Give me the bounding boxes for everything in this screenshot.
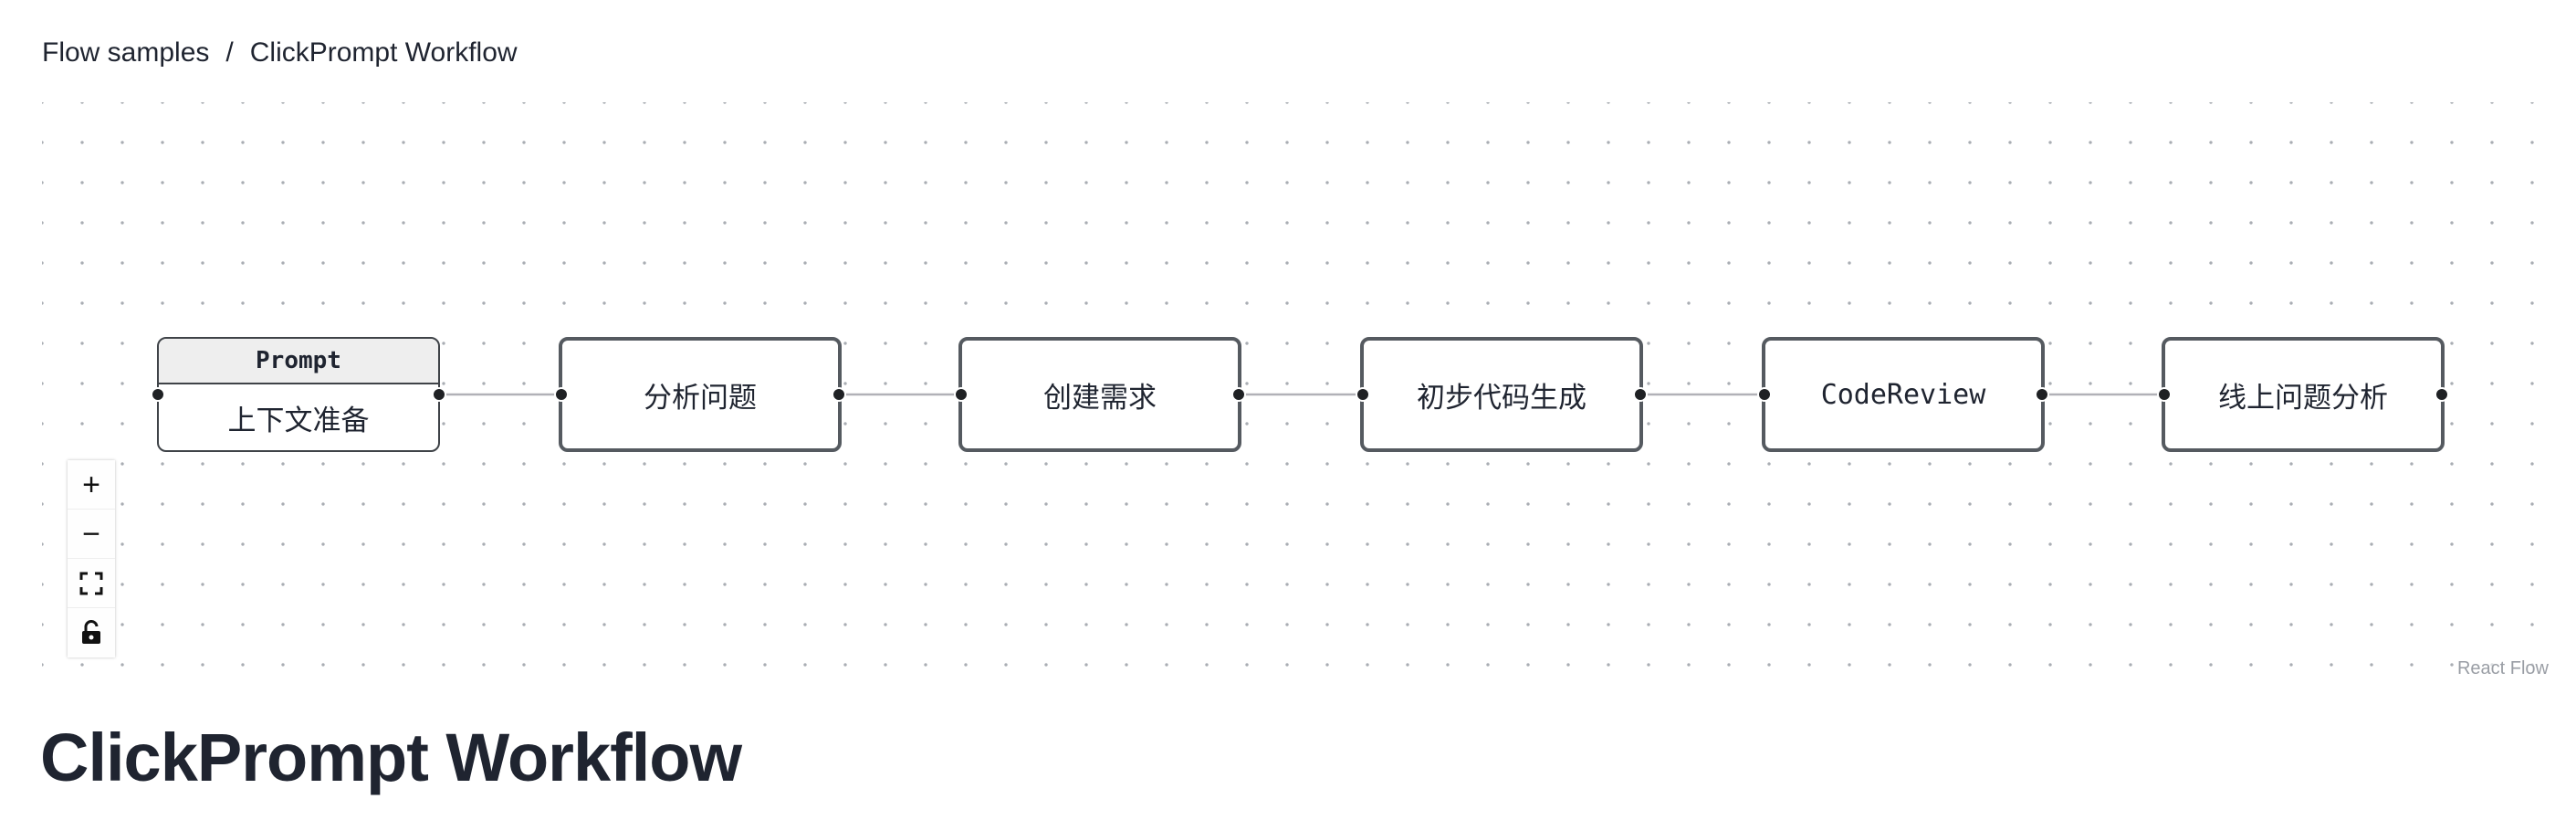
breadcrumb: Flow samples / ClickPrompt Workflow [42, 35, 518, 71]
flow-node-target-handle[interactable] [1356, 387, 1370, 402]
flow-node-label: CodeReview [1820, 378, 1986, 411]
flow-node-source-handle[interactable] [832, 387, 846, 402]
react-flow-attribution[interactable]: React Flow [2453, 657, 2552, 681]
flow-node-code-review[interactable]: CodeReview [1757, 337, 2049, 452]
prompt-node[interactable]: Prompt 上下文准备 [151, 337, 446, 452]
flow-node-source-handle[interactable] [2035, 387, 2049, 402]
flow-node-label: 分析问题 [644, 381, 757, 414]
flow-canvas[interactable]: Prompt 上下文准备 分析问题 创建需求 初步代码生成 CodeReview [42, 102, 2558, 687]
flow-node-source-handle[interactable] [2435, 387, 2449, 402]
zoom-out-button[interactable]: − [68, 510, 115, 559]
flow-node-target-handle[interactable] [1757, 387, 1772, 402]
breadcrumb-separator: / [225, 37, 234, 68]
prompt-node-label: 上下文准备 [227, 404, 370, 436]
flow-node-target-handle[interactable] [954, 387, 969, 402]
flow-node-label: 线上问题分析 [2218, 381, 2388, 414]
plus-icon: + [82, 467, 100, 502]
flow-node-analyze-problem[interactable]: 分析问题 [554, 337, 846, 452]
prompt-node-target-handle[interactable] [151, 387, 165, 402]
prompt-node-header: Prompt [159, 339, 438, 384]
flow-node-create-requirement[interactable]: 创建需求 [954, 337, 1246, 452]
breadcrumb-current: ClickPrompt Workflow [249, 37, 518, 68]
prompt-node-source-handle[interactable] [432, 387, 446, 402]
fit-view-icon [79, 572, 103, 594]
flow-controls: + − [68, 460, 115, 657]
flow-node-target-handle[interactable] [554, 387, 569, 402]
flow-node-target-handle[interactable] [2157, 387, 2172, 402]
breadcrumb-flow-samples[interactable]: Flow samples [42, 37, 210, 68]
toggle-lock-button[interactable] [68, 608, 115, 657]
page-title: ClickPrompt Workflow [40, 720, 742, 795]
flow-node-source-handle[interactable] [1633, 387, 1648, 402]
flow-node-online-issue-analysis[interactable]: 线上问题分析 [2157, 337, 2449, 452]
unlock-icon [82, 620, 100, 644]
flow-node-label: 初步代码生成 [1417, 381, 1586, 414]
flow-node-label: 创建需求 [1043, 381, 1157, 414]
fit-view-button[interactable] [68, 559, 115, 608]
flow-node-initial-code-generation[interactable]: 初步代码生成 [1356, 337, 1648, 452]
minus-icon: − [82, 516, 100, 552]
zoom-in-button[interactable]: + [68, 460, 115, 510]
flow-node-source-handle[interactable] [1231, 387, 1246, 402]
